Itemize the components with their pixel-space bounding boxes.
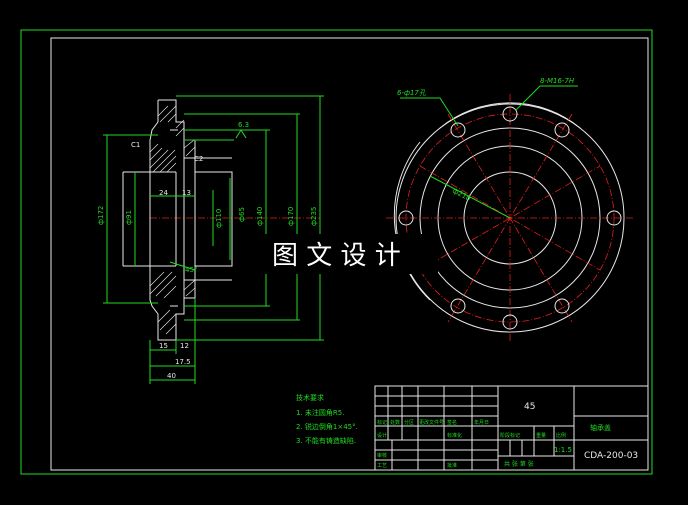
part-name: 轴承盖 bbox=[590, 423, 611, 432]
tb-review: 审核 bbox=[377, 452, 387, 459]
tb-label-sign: 签名 bbox=[447, 419, 457, 426]
holes-m16: 8-M16-7H bbox=[540, 77, 575, 85]
dim-d170: ф170 bbox=[287, 207, 295, 226]
tb-label-zone: 分区 bbox=[404, 419, 414, 426]
tb-label-count: 处数 bbox=[390, 419, 400, 426]
tb-stage: 阶段标记 bbox=[500, 432, 520, 439]
plan-view bbox=[386, 85, 634, 342]
plan-dimensions: 6-ф17孔 8-M16-7H ф210 bbox=[397, 77, 575, 203]
surface-finish: 6.3 bbox=[238, 121, 249, 129]
tb-label-change: 更改文件号 bbox=[419, 419, 444, 426]
tb-design: 设计 bbox=[377, 432, 387, 439]
dim-d65: ф65 bbox=[238, 207, 246, 222]
chamfer-c1: C1 bbox=[131, 141, 140, 149]
tb-label-date: 年月日 bbox=[474, 419, 489, 426]
dim-12: 12 bbox=[180, 342, 189, 350]
section-dimensions: ф172 ф91 ф110 ф65 ф140 ф170 ф235 24 13 1… bbox=[97, 121, 318, 380]
dim-15: 15 bbox=[159, 342, 168, 350]
notes-title: 技术要求 bbox=[296, 393, 324, 402]
dim-d91: ф91 bbox=[125, 210, 133, 225]
note-1: 1. 未注圆角R5. bbox=[296, 408, 344, 417]
chamfer-c2: C2 bbox=[194, 155, 203, 163]
watermark-bg bbox=[262, 234, 438, 274]
tb-sheet: 共 张 第 张 bbox=[504, 460, 534, 468]
scale: 1:1.5 bbox=[554, 446, 572, 454]
tb-approve: 批准 bbox=[447, 462, 457, 469]
dim-24: 24 bbox=[159, 189, 168, 197]
pcd-label: ф210 bbox=[451, 187, 472, 203]
material: 45 bbox=[524, 402, 535, 412]
holes-6: 6-ф17孔 bbox=[397, 89, 427, 97]
title-block bbox=[374, 385, 649, 471]
dim-d235: ф235 bbox=[310, 207, 318, 226]
dim-d110: ф110 bbox=[215, 209, 223, 228]
technical-notes: 技术要求 1. 未注圆角R5. 2. 锐边倒角1×45°. 3. 不能有铸造缺陷… bbox=[296, 393, 358, 445]
outer-frame bbox=[20, 29, 653, 475]
angle-label: 45° bbox=[185, 266, 197, 274]
section-view bbox=[103, 95, 324, 384]
tb-ratio: 比例 bbox=[556, 432, 566, 439]
dim-13: 13 bbox=[182, 189, 191, 197]
dim-d172: ф172 bbox=[97, 206, 105, 225]
tb-craft: 工艺 bbox=[377, 463, 387, 469]
drawing-code: CDA-200-03 bbox=[584, 451, 638, 461]
dim-175: 17.5 bbox=[175, 358, 191, 366]
tb-standard: 标准化 bbox=[447, 432, 462, 439]
watermark: 图 文 设 计 bbox=[272, 241, 401, 271]
note-2: 2. 锐边倒角1×45°. bbox=[296, 422, 358, 431]
tb-label-mark: 标记 bbox=[377, 419, 387, 426]
dim-40: 40 bbox=[167, 372, 176, 380]
note-3: 3. 不能有铸造缺陷. bbox=[296, 436, 356, 445]
tb-weight: 重量 bbox=[536, 432, 546, 439]
inner-frame bbox=[50, 37, 649, 471]
dim-d140: ф140 bbox=[256, 207, 264, 226]
title-block-text: 45 轴承盖 CDA-200-03 1:1.5 标记 处数 分区 更改文件号 签… bbox=[377, 402, 638, 469]
